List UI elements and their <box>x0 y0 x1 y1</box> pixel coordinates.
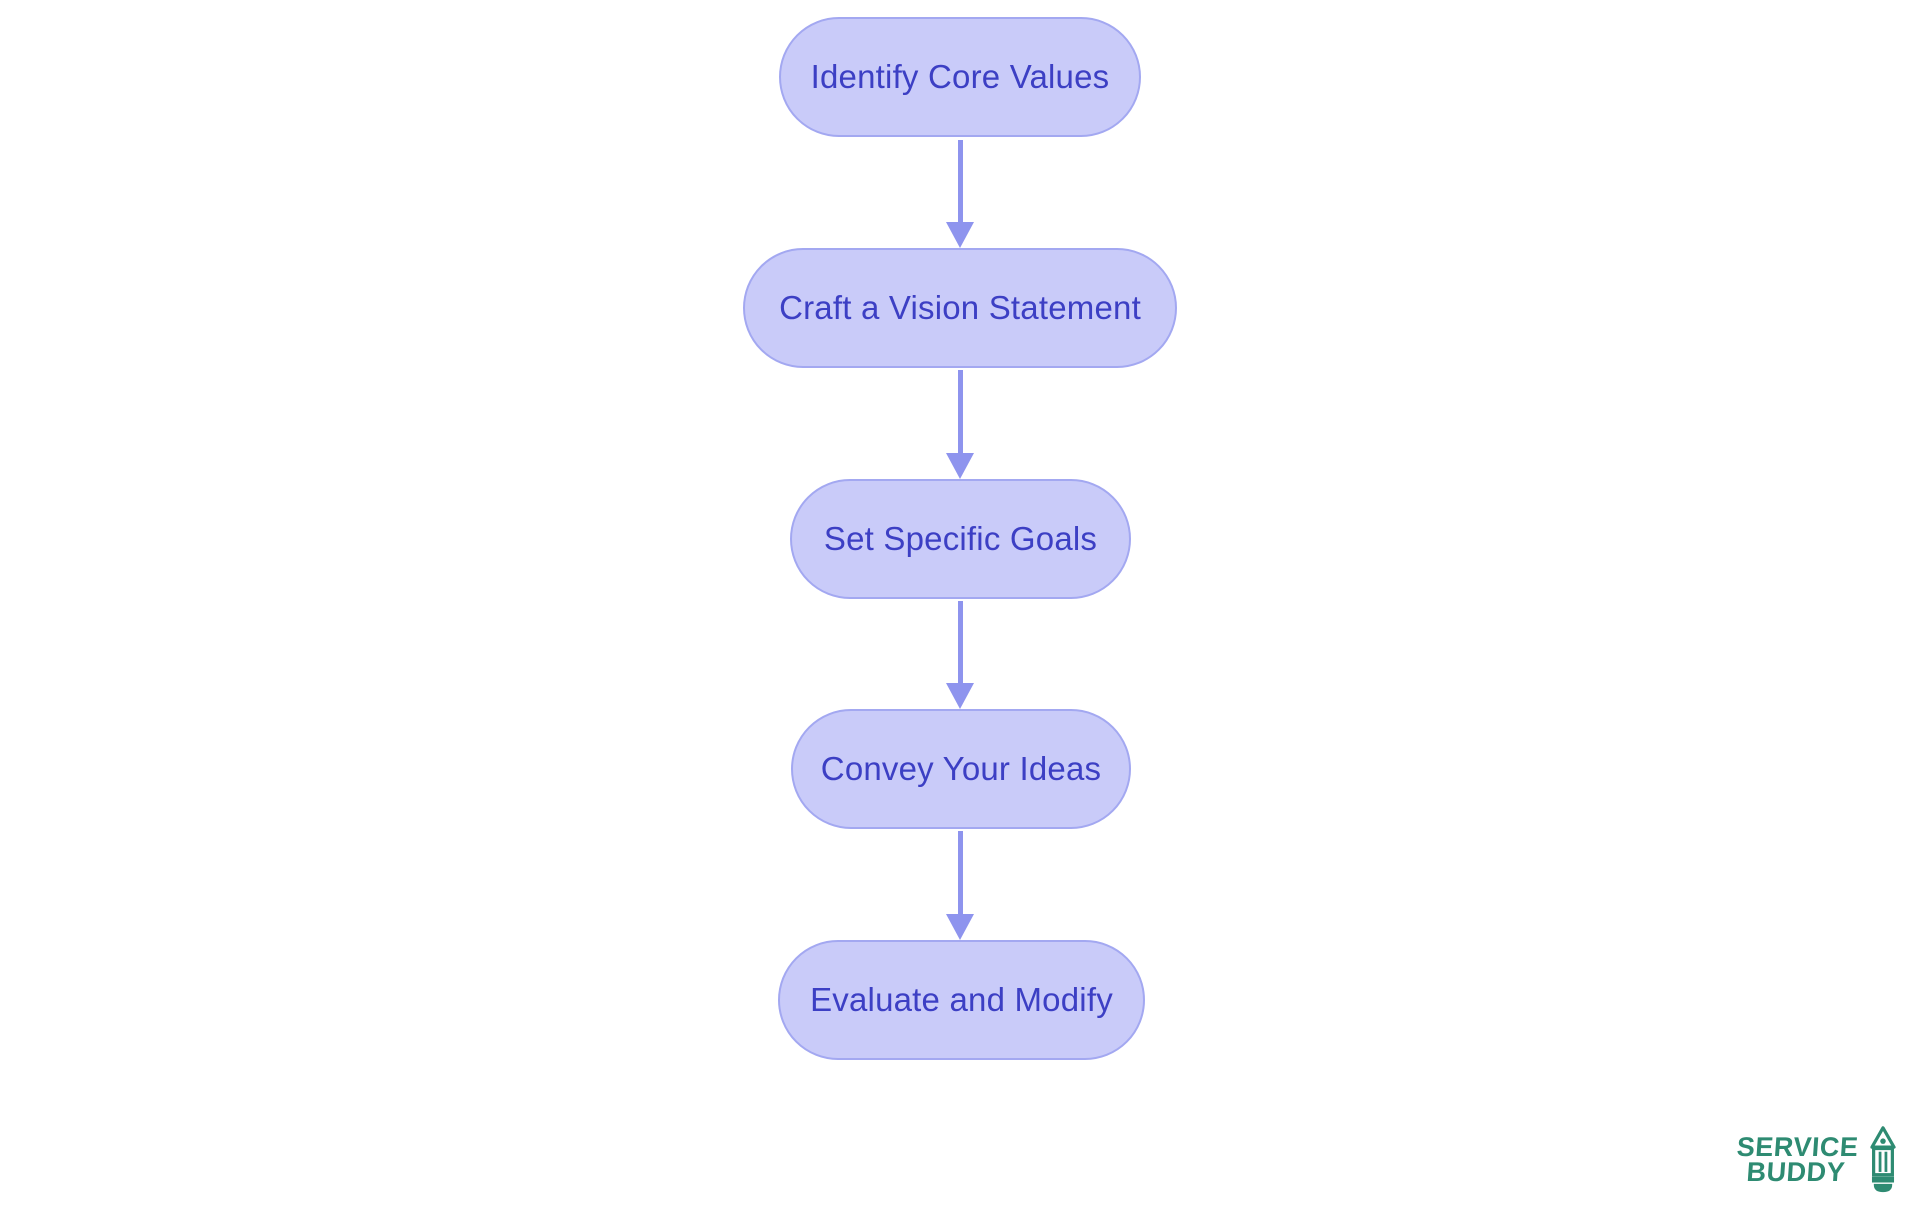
flow-node-label: Evaluate and Modify <box>810 981 1113 1018</box>
flow-arrow-3 <box>946 601 974 709</box>
flow-arrow-1 <box>946 140 974 248</box>
flow-node-evaluate-and-modify: Evaluate and Modify <box>778 940 1145 1060</box>
brand-logo: SERVICE BUDDY <box>1736 1126 1899 1194</box>
flow-node-label: Set Specific Goals <box>823 520 1098 557</box>
flow-node-label: Convey Your Ideas <box>820 750 1102 787</box>
flow-node-craft-vision-statement: Craft a Vision Statement <box>743 248 1177 368</box>
flow-node-label: Craft a Vision Statement <box>779 289 1141 326</box>
arrow-shaft <box>957 831 963 916</box>
flow-node-convey-your-ideas: Convey Your Ideas <box>791 709 1131 829</box>
flow-arrow-2 <box>946 370 974 479</box>
arrow-shaft <box>957 601 963 685</box>
arrow-head-icon <box>946 683 974 709</box>
arrow-shaft <box>957 140 963 224</box>
flow-node-identify-core-values: Identify Core Values <box>779 17 1141 137</box>
arrow-head-icon <box>946 222 974 248</box>
brand-logo-text: SERVICE BUDDY <box>1734 1132 1860 1187</box>
arrow-head-icon <box>946 453 974 479</box>
flow-arrow-4 <box>946 831 974 940</box>
arrow-shaft <box>957 370 963 455</box>
flow-node-label: Identify Core Values <box>810 58 1110 95</box>
arrow-head-icon <box>946 914 974 940</box>
pencil-icon <box>1869 1126 1896 1193</box>
brand-logo-line2: BUDDY <box>1745 1157 1847 1187</box>
flow-node-set-specific-goals: Set Specific Goals <box>790 479 1131 599</box>
